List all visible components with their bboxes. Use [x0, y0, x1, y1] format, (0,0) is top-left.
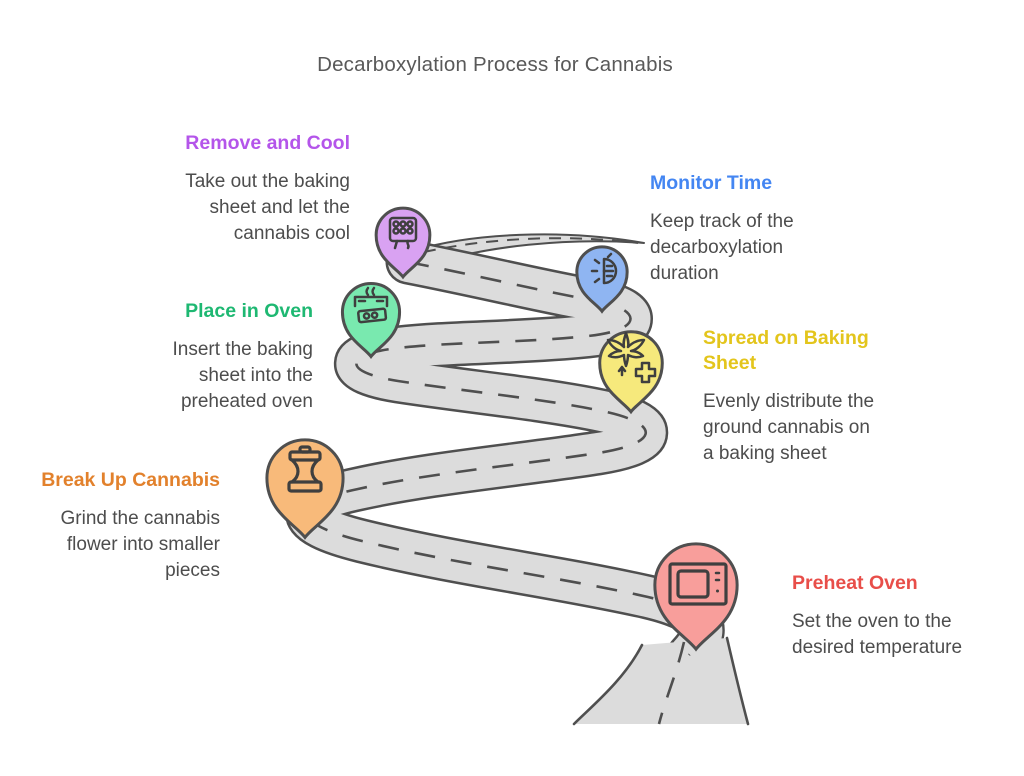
step-description: Keep track of the decarboxylation durati…: [650, 211, 794, 284]
step-title: Place in Oven: [185, 300, 313, 322]
step-title: Break Up Cannabis: [41, 469, 220, 491]
step-spread-on-baking-sheet: Spread on Baking Sheet Evenly distribute…: [703, 326, 881, 467]
step-title: Remove and Cool: [185, 132, 350, 154]
step-title: Preheat Oven: [792, 572, 918, 594]
road-center-dash: [306, 260, 704, 656]
step-title: Spread on Baking Sheet: [703, 327, 869, 374]
pin-break-up-cannabis: [267, 440, 343, 537]
pin-monitor-time: [577, 247, 627, 311]
page-title: Decarboxylation Process for Cannabis: [317, 53, 673, 76]
step-description: Take out the baking sheet and let the ca…: [185, 171, 350, 244]
grinder-icon: [287, 445, 323, 493]
step-description: Insert the baking sheet into the preheat…: [172, 339, 313, 412]
oven-icon: [668, 562, 728, 606]
road-bottom-right-edge: [725, 636, 750, 726]
oven-insert-icon: [353, 286, 389, 324]
step-monitor-time: Monitor Time Keep track of the decarboxy…: [650, 171, 820, 287]
cannabis-leaf-icon: [606, 331, 657, 384]
step-place-in-oven: Place in Oven Insert the baking sheet in…: [133, 299, 313, 415]
step-title: Monitor Time: [650, 172, 773, 194]
step-remove-and-cool: Remove and Cool Take out the baking shee…: [150, 131, 350, 247]
step-description: Set the oven to the desired temperature: [792, 611, 963, 658]
road-bottom-left-edge: [572, 643, 644, 726]
road-curl-dash: [423, 237, 639, 253]
timer-icon: [590, 252, 618, 285]
road-bottom-dash: [657, 641, 686, 725]
step-description: Evenly distribute the ground cannabis on…: [703, 391, 875, 464]
road-start-curl: [415, 233, 645, 264]
cooling-rack-icon: [388, 216, 418, 250]
road-bottom-flare: [574, 638, 748, 724]
step-preheat-oven: Preheat Oven Set the oven to the desired…: [792, 571, 997, 661]
step-description: Grind the cannabis flower into smaller p…: [60, 508, 221, 581]
step-break-up-cannabis: Break Up Cannabis Grind the cannabis flo…: [25, 468, 220, 584]
